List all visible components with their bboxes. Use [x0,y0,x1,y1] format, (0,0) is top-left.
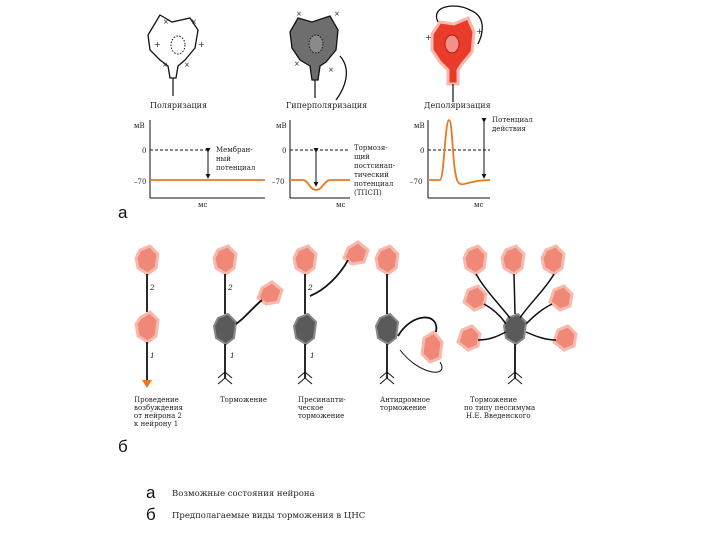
y-unit: мВ [414,122,425,130]
annotation-line: тический [354,171,389,179]
caption-line: Пресинапти- [298,396,346,404]
neuron-label-2: 2 [227,283,233,292]
caption-line: Торможение [470,396,517,404]
minus-sign: × [191,18,197,26]
neuron-label-1: 1 [230,351,235,360]
neuron-depolarized: + + [425,5,483,102]
caption-line: Проведение [134,396,179,404]
rest-label: –70 [272,178,284,186]
caption-line: по типу пессимума [464,404,535,412]
legend-letter-b: б [146,505,156,524]
scheme-presynaptic: 2 1 [292,240,370,385]
potential-trace [290,179,350,191]
neuron-label-2: 2 [149,283,155,292]
state-title-polarization: Поляризация [150,101,207,110]
zero-label: 0 [282,147,286,155]
plus-sign: + [154,40,161,49]
potential-graph-polarization: мВ 0 –70 мс Мембран- ный потенциал [134,120,265,209]
legend-text-a: Возможные состояния нейрона [172,489,315,499]
y-unit: мВ [276,122,287,130]
caption-line: Антидромное [380,396,430,404]
caption-line: ческое [298,404,323,412]
minus-sign: × [163,18,169,26]
plus-sign: + [425,33,432,42]
scheme-inhibition: 2 1 [212,244,284,385]
caption-conduction: Проведение возбуждения от нейрона 2 к не… [134,396,184,428]
annotation-line: ный [216,155,231,163]
caption-line: от нейрона 2 [134,412,182,420]
rest-label: –70 [410,178,422,186]
neuron-hyperpolarized: × × × × [289,10,348,101]
minus-sign: × [334,10,340,18]
minus-sign: × [328,66,334,74]
annotation-line: действия [492,125,527,133]
caption-line: Н.Е. Введенского [466,412,531,420]
neuron-label-2: 2 [307,283,313,292]
minus-sign: × [184,61,190,69]
annotation-line: Мембран- [216,146,253,154]
minus-sign: × [296,10,302,18]
x-unit: мс [474,201,483,209]
caption-antidromic: Антидромное торможение [380,396,430,412]
potential-trace [428,119,491,186]
neuron-polarized: + + × × × × [147,14,205,96]
caption-line: возбуждения [134,404,184,412]
potential-graph-depolarization: мВ 0 –70 мс Потенциал действия [410,116,533,209]
scheme-pessimum [456,244,578,385]
annotation-line: Потенциал [492,116,533,124]
state-title-hyperpolarization: Гиперполяризация [286,101,367,110]
annotation-line: постсинап- [354,162,396,170]
annotation-line: потенциал [354,180,394,188]
legend: а Возможные состояния нейрона б Предпола… [146,483,365,524]
minus-sign: × [294,60,300,68]
x-unit: мс [198,201,207,209]
annotation-line: (ТПСП) [354,189,382,197]
scheme-antidromic [374,244,444,385]
panel-b-letter: б [118,437,128,456]
legend-text-b: Предполагаемые виды торможения в ЦНС [172,511,365,521]
zero-label: 0 [420,147,424,155]
minus-sign: × [162,61,168,69]
annotation-line: щий [354,153,370,161]
plus-sign: + [198,40,205,49]
potential-graph-hyperpolarization: мВ 0 –70 мс Тормозя- щий постсинап- тиче… [272,120,396,209]
scheme-conduction: 2 1 [134,244,160,388]
neuron-label-1: 1 [150,351,155,360]
panel-a-letter: а [118,203,128,222]
legend-letter-a: а [146,483,156,502]
caption-line: к нейрону 1 [134,420,178,428]
state-title-depolarization: Деполяризация [424,101,491,110]
caption-line: торможение [298,412,344,420]
caption-presynaptic: Пресинапти- ческое торможение [298,396,346,420]
panel-b: 2 1 2 1 2 1 [118,240,578,456]
plus-sign: + [476,27,483,36]
annotation-line: Тормозя- [354,144,388,152]
neuron-label-1: 1 [310,351,315,360]
y-unit: мВ [134,122,145,130]
caption-line: торможение [380,404,426,412]
caption-pessimum: Торможение по типу пессимума Н.Е. Введен… [464,396,535,420]
rest-label: –70 [134,178,146,186]
panel-a: + + × × × × × × × × + + Поляриз [118,5,533,222]
annotation-line: потенциал [216,164,256,172]
caption-inhibition: Торможение [220,396,267,404]
zero-label: 0 [142,147,146,155]
x-unit: мс [336,201,345,209]
